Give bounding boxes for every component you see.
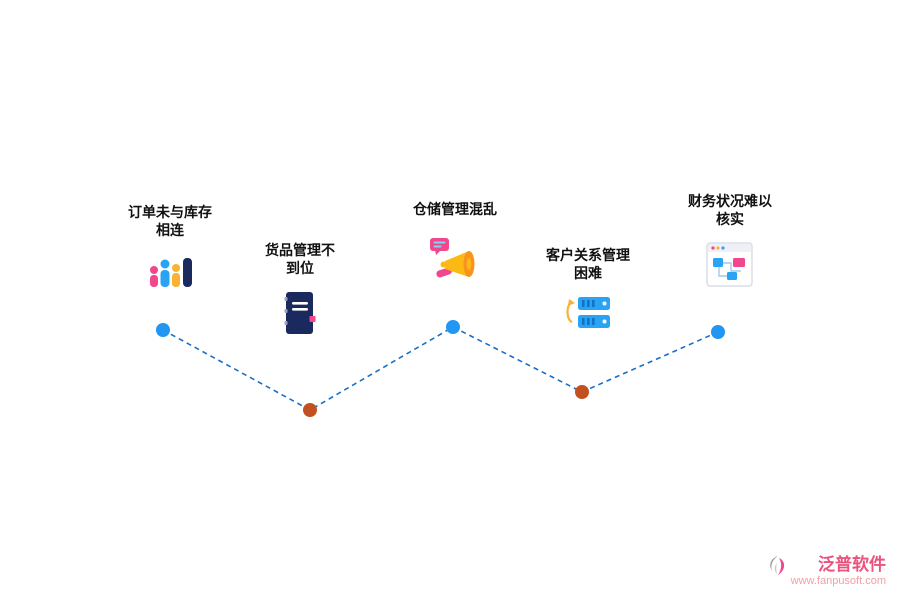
pain-point-crm: 客户关系管理 困难 — [510, 246, 666, 334]
pain-point-goods: 货品管理不 到位 — [222, 241, 378, 337]
timeline-dot — [446, 320, 460, 334]
pain-point-warehouse: 仓储管理混乱 — [377, 200, 533, 286]
bar-chart-people-icon — [92, 251, 248, 299]
watermark: 泛普软件 www.fanpusoft.com — [767, 555, 886, 588]
megaphone-icon — [377, 236, 533, 286]
pain-point-label: 财务状况难以 核实 — [688, 193, 772, 227]
pain-point-label: 客户关系管理 困难 — [546, 247, 630, 281]
notebook-icon — [222, 289, 378, 337]
pain-point-finance: 财务状况难以 核实 — [652, 192, 808, 290]
browser-flowchart-icon — [652, 240, 808, 290]
pain-point-label: 货品管理不 到位 — [265, 242, 335, 276]
pain-point-label: 订单未与库存 相连 — [128, 204, 212, 238]
timeline-dot — [575, 385, 589, 399]
timeline-dot — [711, 325, 725, 339]
pain-point-orders: 订单未与库存 相连 — [92, 203, 248, 299]
pain-point-label: 仓储管理混乱 — [413, 201, 497, 217]
brand-url: www.fanpusoft.com — [790, 575, 886, 587]
timeline-dot — [303, 403, 317, 417]
server-icon — [510, 294, 666, 334]
brand-name: 泛普软件 — [818, 555, 886, 574]
fanpu-logo-icon — [769, 556, 784, 575]
timeline-dot — [156, 323, 170, 337]
